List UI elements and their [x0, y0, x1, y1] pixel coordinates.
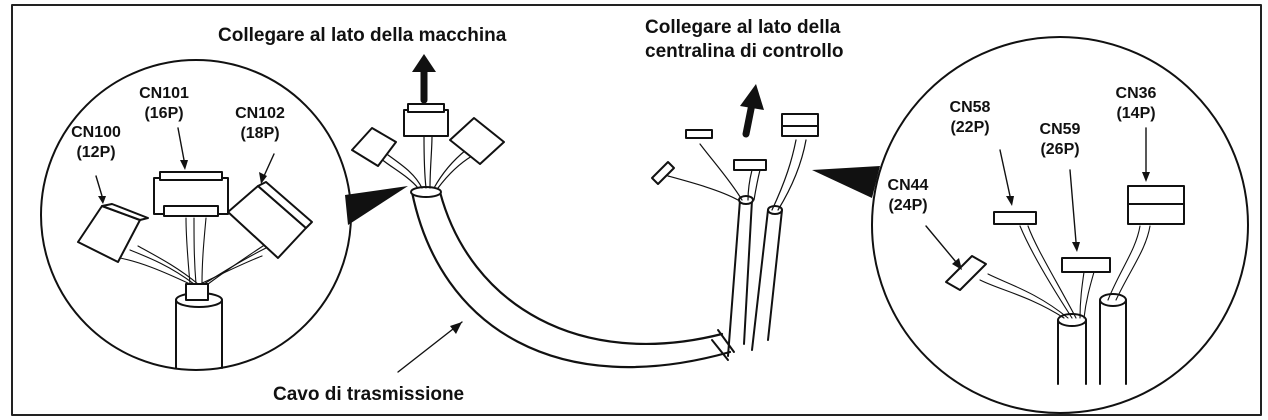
cn102-pins: (18P) — [240, 125, 280, 142]
right-zoom-content — [925, 127, 1185, 385]
outer-frame — [11, 4, 1262, 416]
machine-side-connectors — [351, 103, 505, 167]
cn100-pins: (12P) — [76, 144, 116, 161]
cable-pointer-head — [450, 322, 462, 334]
cn100-label: CN100 (12P) — [66, 123, 126, 163]
cn102-label: CN102 (18P) — [228, 104, 292, 144]
control-side-label-line1: Collegare al lato della — [645, 17, 841, 38]
cn59-pins: (26P) — [1040, 141, 1080, 158]
cn101-pins: (16P) — [144, 105, 184, 122]
right-harness-wires — [667, 139, 807, 211]
left-zoom-callout — [345, 186, 408, 225]
cn58-name: CN58 — [949, 99, 991, 116]
cn102-name: CN102 — [235, 105, 285, 122]
cn101-name: CN101 — [139, 85, 189, 102]
cn100-name: CN100 — [71, 124, 121, 141]
cn44-pins: (24P) — [888, 197, 928, 214]
machine-side-label: Collegare al lato della macchina — [218, 25, 507, 46]
control-arrow — [742, 100, 756, 138]
machine-arrowhead — [412, 54, 436, 72]
transmission-cable — [410, 186, 783, 369]
cn101-label: CN101 (16P) — [134, 84, 194, 124]
cn36-name: CN36 — [1115, 85, 1157, 102]
cable-pointer-line — [397, 321, 463, 373]
right-zoom-callout — [812, 166, 880, 198]
cn44-label: CN44 (24P) — [882, 176, 934, 216]
control-side-connectors — [651, 113, 819, 185]
cable-label: Cavo di trasmissione — [273, 384, 465, 405]
cn44-name: CN44 — [887, 177, 929, 194]
cn59-name: CN59 — [1039, 121, 1081, 138]
cn58-label: CN58 (22P) — [944, 98, 996, 138]
control-side-label-line2: centralina di controllo — [645, 41, 844, 62]
left-harness-wires — [379, 135, 473, 189]
cn59-label: CN59 (26P) — [1032, 120, 1088, 160]
cn36-label: CN36 (14P) — [1108, 84, 1164, 124]
cn36-pins: (14P) — [1116, 105, 1156, 122]
left-zoom-content — [77, 127, 313, 369]
cn58-pins: (22P) — [950, 119, 990, 136]
control-arrowhead — [740, 84, 764, 110]
right-zoom-circle — [871, 36, 1249, 414]
